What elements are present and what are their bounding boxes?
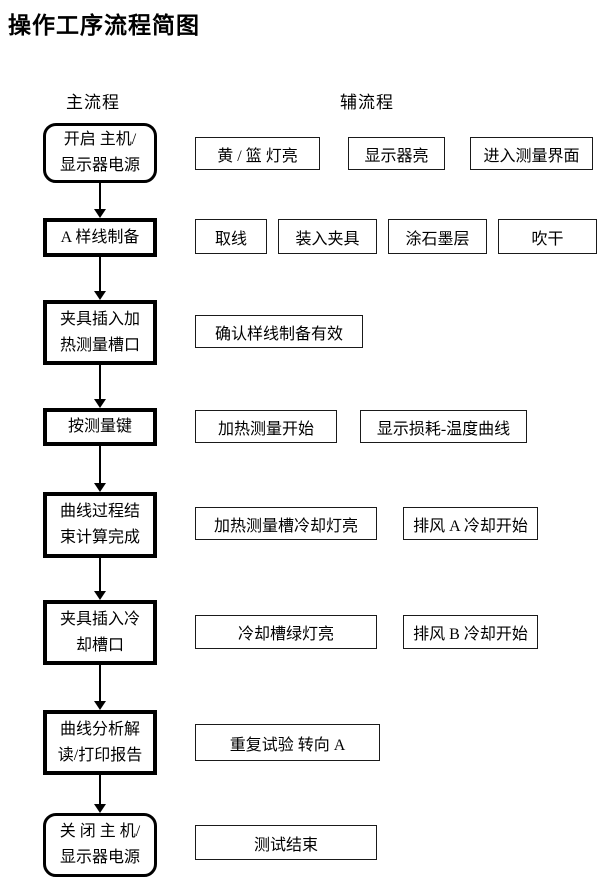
flow-step-power-off: 关 闭 主 机/ 显示器电源 [43,813,157,877]
arrow-line [99,558,101,591]
column-header-main-flow: 主流程 [66,93,120,112]
arrow-head-icon [94,483,106,492]
arrow-down-7 [94,775,106,813]
arrow-head-icon [94,591,106,600]
aux-box-lights-on: 黄 / 篮 灯亮 [195,137,320,170]
arrow-head-icon [94,209,106,218]
aux-box-heating-measure-start: 加热测量开始 [195,410,337,443]
arrow-head-icon [94,701,106,710]
arrow-head-icon [94,399,106,408]
arrow-down-2 [94,257,106,300]
arrow-line [99,775,101,804]
aux-box-repeat-test-goto-a: 重复试验 转向 A [195,724,380,761]
aux-box-graphite-coat: 涂石墨层 [388,219,487,254]
flow-step-curve-done-calc-complete: 曲线过程结 束计算完成 [43,492,157,558]
arrow-line [99,665,101,701]
arrow-head-icon [94,291,106,300]
aux-box-enter-measure-ui: 进入测量界面 [470,137,593,170]
aux-box-show-loss-temp-curve: 显示损耗-温度曲线 [360,410,527,443]
arrow-down-1 [94,183,106,218]
flow-step-curve-analysis-print-report: 曲线分析解 读/打印报告 [43,710,157,775]
flow-step-power-on: 开启 主机/ 显示器电源 [43,123,157,183]
arrow-down-4 [94,446,106,492]
aux-box-load-fixture: 装入夹具 [278,219,377,254]
arrow-line [99,183,101,209]
aux-box-exhaust-b-cooling-start: 排风 B 冷却开始 [403,615,538,649]
arrow-down-3 [94,365,106,408]
flow-step-insert-heating-slot: 夹具插入加 热测量槽口 [43,300,157,365]
arrow-line [99,446,101,483]
aux-box-test-finished: 测试结束 [195,825,377,860]
aux-box-blow-dry: 吹干 [498,219,597,254]
aux-box-take-wire: 取线 [195,219,267,254]
page-title: 操作工序流程简图 [8,13,200,38]
aux-box-cooling-slot-green-light: 冷却槽绿灯亮 [195,615,377,649]
flow-step-press-measure-key: 按测量键 [43,408,157,446]
aux-box-exhaust-a-cooling-start: 排风 A 冷却开始 [403,507,538,540]
arrow-down-6 [94,665,106,710]
arrow-head-icon [94,804,106,813]
arrow-line [99,365,101,399]
arrow-line [99,257,101,291]
flow-step-insert-cooling-slot: 夹具插入冷 却槽口 [43,600,157,665]
aux-box-heating-slot-cooling-light: 加热测量槽冷却灯亮 [195,507,377,540]
aux-box-display-on: 显示器亮 [348,137,445,170]
aux-box-confirm-sample-valid: 确认样线制备有效 [195,315,363,348]
column-header-aux-flow: 辅流程 [340,93,394,112]
flow-step-sample-prep: A 样线制备 [43,218,157,257]
arrow-down-5 [94,558,106,600]
